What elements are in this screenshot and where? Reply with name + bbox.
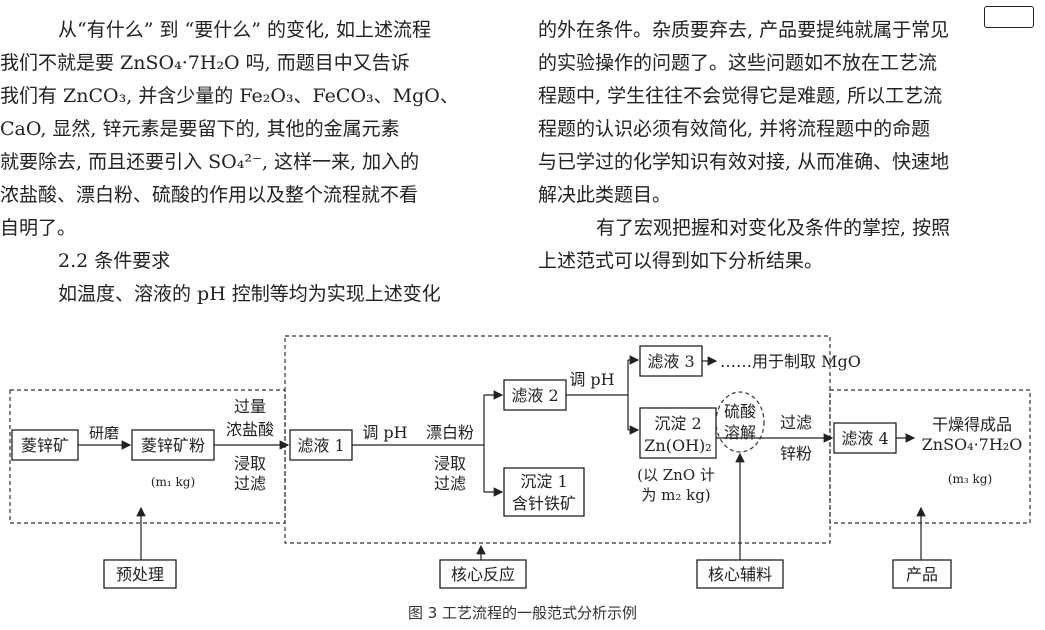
precipitate-2-formula: Zn(OH)₂ [644, 436, 711, 455]
adjust-ph-label: 调 pH [362, 423, 407, 442]
core-reaction-region [284, 335, 831, 544]
text-line: 的外在条件。杂质要弃去, 产品要提纯就属于常见 [538, 19, 950, 41]
filtrate-3-box [639, 345, 703, 377]
ore-powder-label: 菱锌矿粉 [141, 436, 205, 455]
core-aux-label-box [696, 559, 784, 589]
text-line: 与已学过的化学知识有效对接, 从而准确、快速地 [538, 151, 950, 173]
process-flow-diagram: 菱锌矿 研磨 菱锌矿粉 (m₁ kg) 过量 浓盐酸 浸取 过滤 滤液 1 调 … [9, 335, 1031, 589]
figure-caption: 图 3 工艺流程的一般范式分析示例 [407, 604, 638, 622]
leach2-label-2: 过滤 [434, 474, 466, 493]
core-reaction-label-box [439, 559, 527, 589]
acid-dissolve-circle [715, 391, 765, 453]
mass-m1: (m₁ kg) [151, 475, 195, 489]
acid-label-1: 硫酸 [724, 402, 756, 421]
text-line: 从“有什么” 到 “要什么” 的变化, 如上述流程 [58, 19, 432, 41]
product-label: 产品 [906, 565, 938, 584]
text-line: 我们有 ZnCO₃, 并含少量的 Fe₂O₃、FeCO₃、MgO、 [0, 85, 459, 107]
precipitate-2-box [639, 407, 717, 459]
zno-note-2: 为 m₂ kg) [641, 486, 710, 504]
precipitate-1-label: 沉淀 1 [520, 472, 567, 491]
filtrate-2-label: 滤液 2 [511, 386, 558, 405]
precipitate-1-box [503, 467, 585, 517]
pretreatment-label: 预处理 [116, 565, 164, 584]
filtrate-1-box [289, 429, 353, 461]
right-text-column: 的外在条件。杂质要弃去, 产品要提纯就属于常见 的实验操作的问题了。这些问题如不… [538, 6, 1038, 278]
filter-label: 过滤 [780, 413, 812, 432]
filtrate-1-label: 滤液 1 [297, 436, 344, 455]
filtrate-4-label: 滤液 4 [841, 429, 888, 448]
ore-label: 菱锌矿 [21, 436, 69, 455]
grind-label: 研磨 [89, 424, 119, 442]
filtrate-3-label: 滤液 3 [647, 352, 694, 371]
mass-m3: (m₃ kg) [948, 472, 992, 486]
leach2-label-1: 浸取 [434, 454, 466, 473]
product-label-box [892, 559, 952, 589]
product-region [829, 389, 1031, 524]
core-aux-label: 核心辅料 [708, 565, 772, 584]
text-line: 程题中, 学生往往不会觉得它是难题, 所以工艺流 [538, 85, 943, 107]
zinc-powder-label: 锌粉 [780, 444, 812, 463]
section-heading: 2.2 条件要求 [58, 250, 171, 272]
text-line: 自明了。 [0, 217, 77, 239]
bleach-label: 漂白粉 [426, 423, 474, 442]
precipitate-2-label: 沉淀 2 [654, 414, 701, 433]
core-reaction-label: 核心反应 [451, 565, 515, 584]
filtrate-2-box [503, 379, 567, 411]
leach-label-2: 过滤 [234, 474, 266, 493]
left-text-column: 从“有什么” 到 “要什么” 的变化, 如上述流程 我们不就是要 ZnSO₄·7… [0, 14, 500, 311]
text-line: 有了宏观把握和对变化及条件的掌控, 按照 [596, 217, 951, 239]
pretreatment-label-box [103, 559, 177, 589]
product-formula: ZnSO₄·7H₂O [922, 435, 1023, 454]
text-line: 我们不就是要 ZnSO₄·7H₂O 吗, 而题目中又告诉 [0, 52, 410, 74]
precipitate-1-desc: 含针铁矿 [512, 494, 576, 513]
text-line: CaO, 显然, 锌元素是要留下的, 其他的金属元素 [0, 118, 400, 140]
text-line: 解决此类题目。 [538, 184, 672, 206]
mgo-note: ……用于制取 MgO [720, 352, 861, 371]
text-line: 的实验操作的问题了。这些问题如不放在工艺流 [538, 52, 938, 74]
corner-box [984, 6, 1034, 28]
zno-note-1: (以 ZnO 计 [637, 466, 715, 484]
text-line: 就要除去, 而且还要引入 SO₄²⁻, 这样一来, 加入的 [0, 151, 420, 173]
leach-label-1: 浸取 [234, 454, 266, 473]
text-line: 浓盐酸、漂白粉、硫酸的作用以及整个流程就不看 [0, 184, 419, 206]
acid-label-2: 溶解 [724, 423, 756, 442]
text-line: 上述范式可以得到如下分析结果。 [538, 250, 824, 272]
text-line: 程题的认识必须有效简化, 并将流程题中的命题 [538, 118, 931, 140]
text-line: 如温度、溶液的 pH 控制等均为实现上述变化 [58, 283, 441, 305]
pretreatment-region [9, 389, 286, 524]
reagent-label-1: 过量 [234, 397, 266, 416]
reagent-label-2: 浓盐酸 [226, 420, 274, 439]
dry-label: 干燥得成品 [932, 415, 1012, 434]
adjust-ph2-label: 调 pH [569, 370, 614, 389]
